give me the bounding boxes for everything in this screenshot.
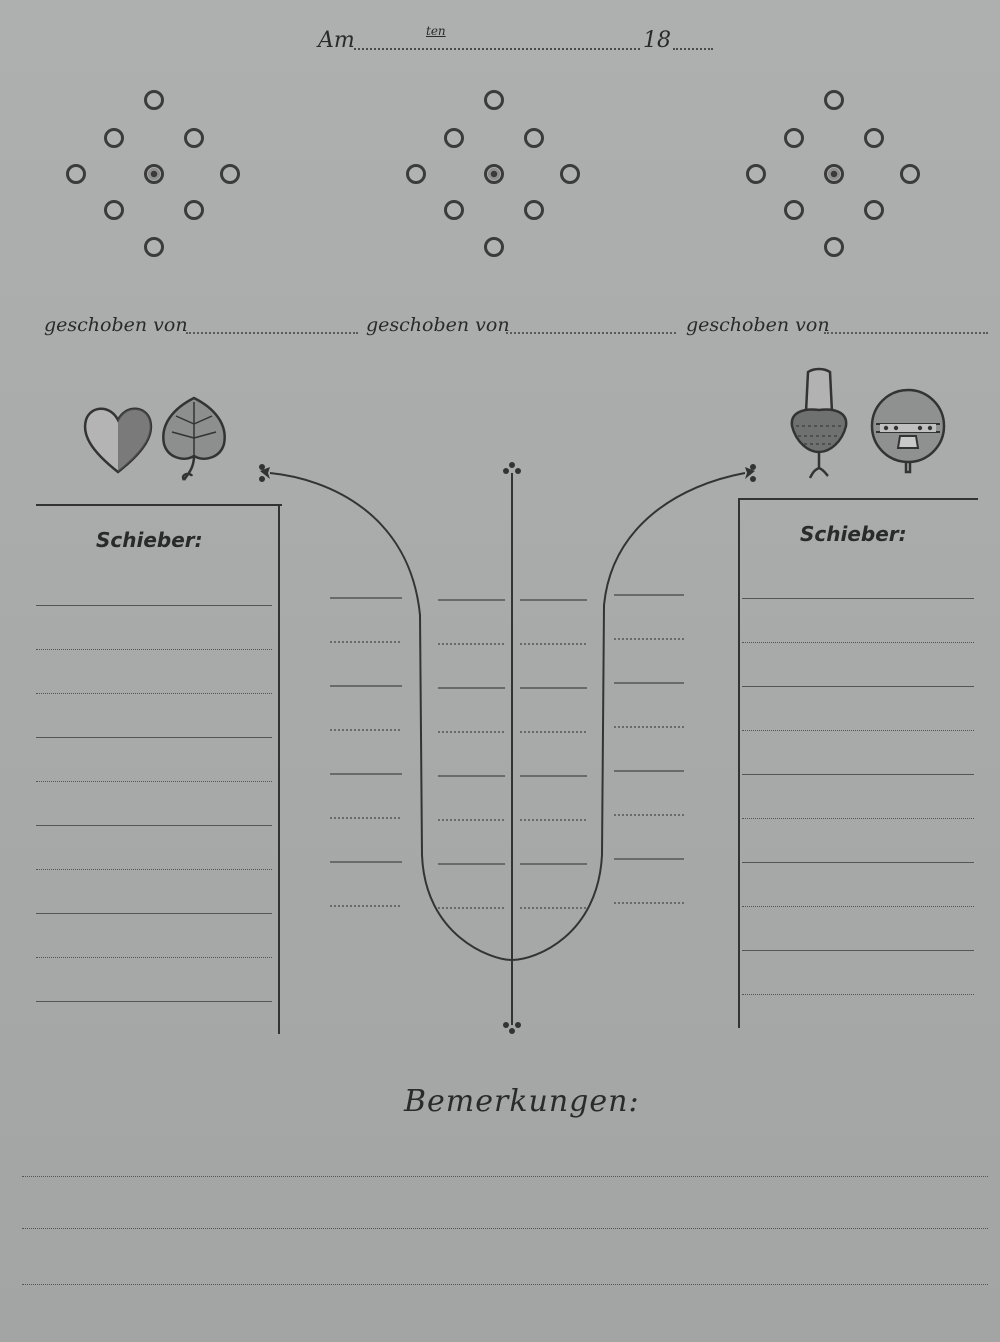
bell-icon bbox=[870, 388, 946, 474]
right-table-line bbox=[742, 862, 974, 863]
right-table-line bbox=[742, 818, 974, 819]
right-table-top bbox=[738, 498, 978, 500]
leaf-icon bbox=[162, 396, 226, 481]
pin-diamond-1 bbox=[60, 82, 240, 262]
left-schieber-label: Schieber: bbox=[96, 528, 203, 552]
remarks-title: Bemerkungen: bbox=[404, 1084, 640, 1119]
header-am: Am bbox=[318, 28, 355, 53]
right-table-line bbox=[742, 686, 974, 687]
right-table-line bbox=[742, 994, 974, 995]
left-table-line bbox=[36, 1001, 272, 1002]
right-table-line bbox=[742, 906, 974, 907]
left-table-line bbox=[36, 781, 272, 782]
heart-icon bbox=[83, 407, 153, 474]
center-score-diagram bbox=[259, 462, 756, 1034]
geschoben-von-1-line bbox=[186, 332, 358, 334]
geschoben-von-2-line bbox=[506, 332, 676, 334]
right-table-left-border bbox=[738, 498, 740, 1028]
right-table-line bbox=[742, 950, 974, 951]
geschoben-von-1: geschoben von bbox=[44, 314, 188, 336]
date-header: Am ten 18 bbox=[318, 24, 718, 58]
geschoben-von-3: geschoben von bbox=[686, 314, 830, 336]
geschoben-von-2: geschoben von bbox=[366, 314, 510, 336]
left-table-line bbox=[36, 737, 272, 738]
right-table-line bbox=[742, 730, 974, 731]
right-table-line bbox=[742, 774, 974, 775]
right-table-line bbox=[742, 598, 974, 599]
header-year: 18 bbox=[643, 28, 671, 53]
right-schieber-label: Schieber: bbox=[800, 522, 907, 546]
pin-diamond-3 bbox=[740, 82, 920, 262]
left-table-line bbox=[36, 825, 272, 826]
left-table-line bbox=[36, 869, 272, 870]
header-ten: ten bbox=[426, 24, 446, 38]
left-table-top bbox=[36, 504, 282, 506]
geschoben-von-3-line bbox=[824, 332, 988, 334]
left-table-line bbox=[36, 649, 272, 650]
remarks-line bbox=[22, 1176, 988, 1177]
pin-diamond-2 bbox=[400, 82, 580, 262]
left-table-right-border bbox=[278, 504, 280, 1034]
left-table-line bbox=[36, 693, 272, 694]
acorn-icon bbox=[790, 367, 848, 479]
left-table-line bbox=[36, 605, 272, 606]
remarks-line bbox=[22, 1284, 988, 1285]
left-table-line bbox=[36, 913, 272, 914]
remarks-line bbox=[22, 1228, 988, 1229]
right-table-line bbox=[742, 642, 974, 643]
left-table-line bbox=[36, 957, 272, 958]
